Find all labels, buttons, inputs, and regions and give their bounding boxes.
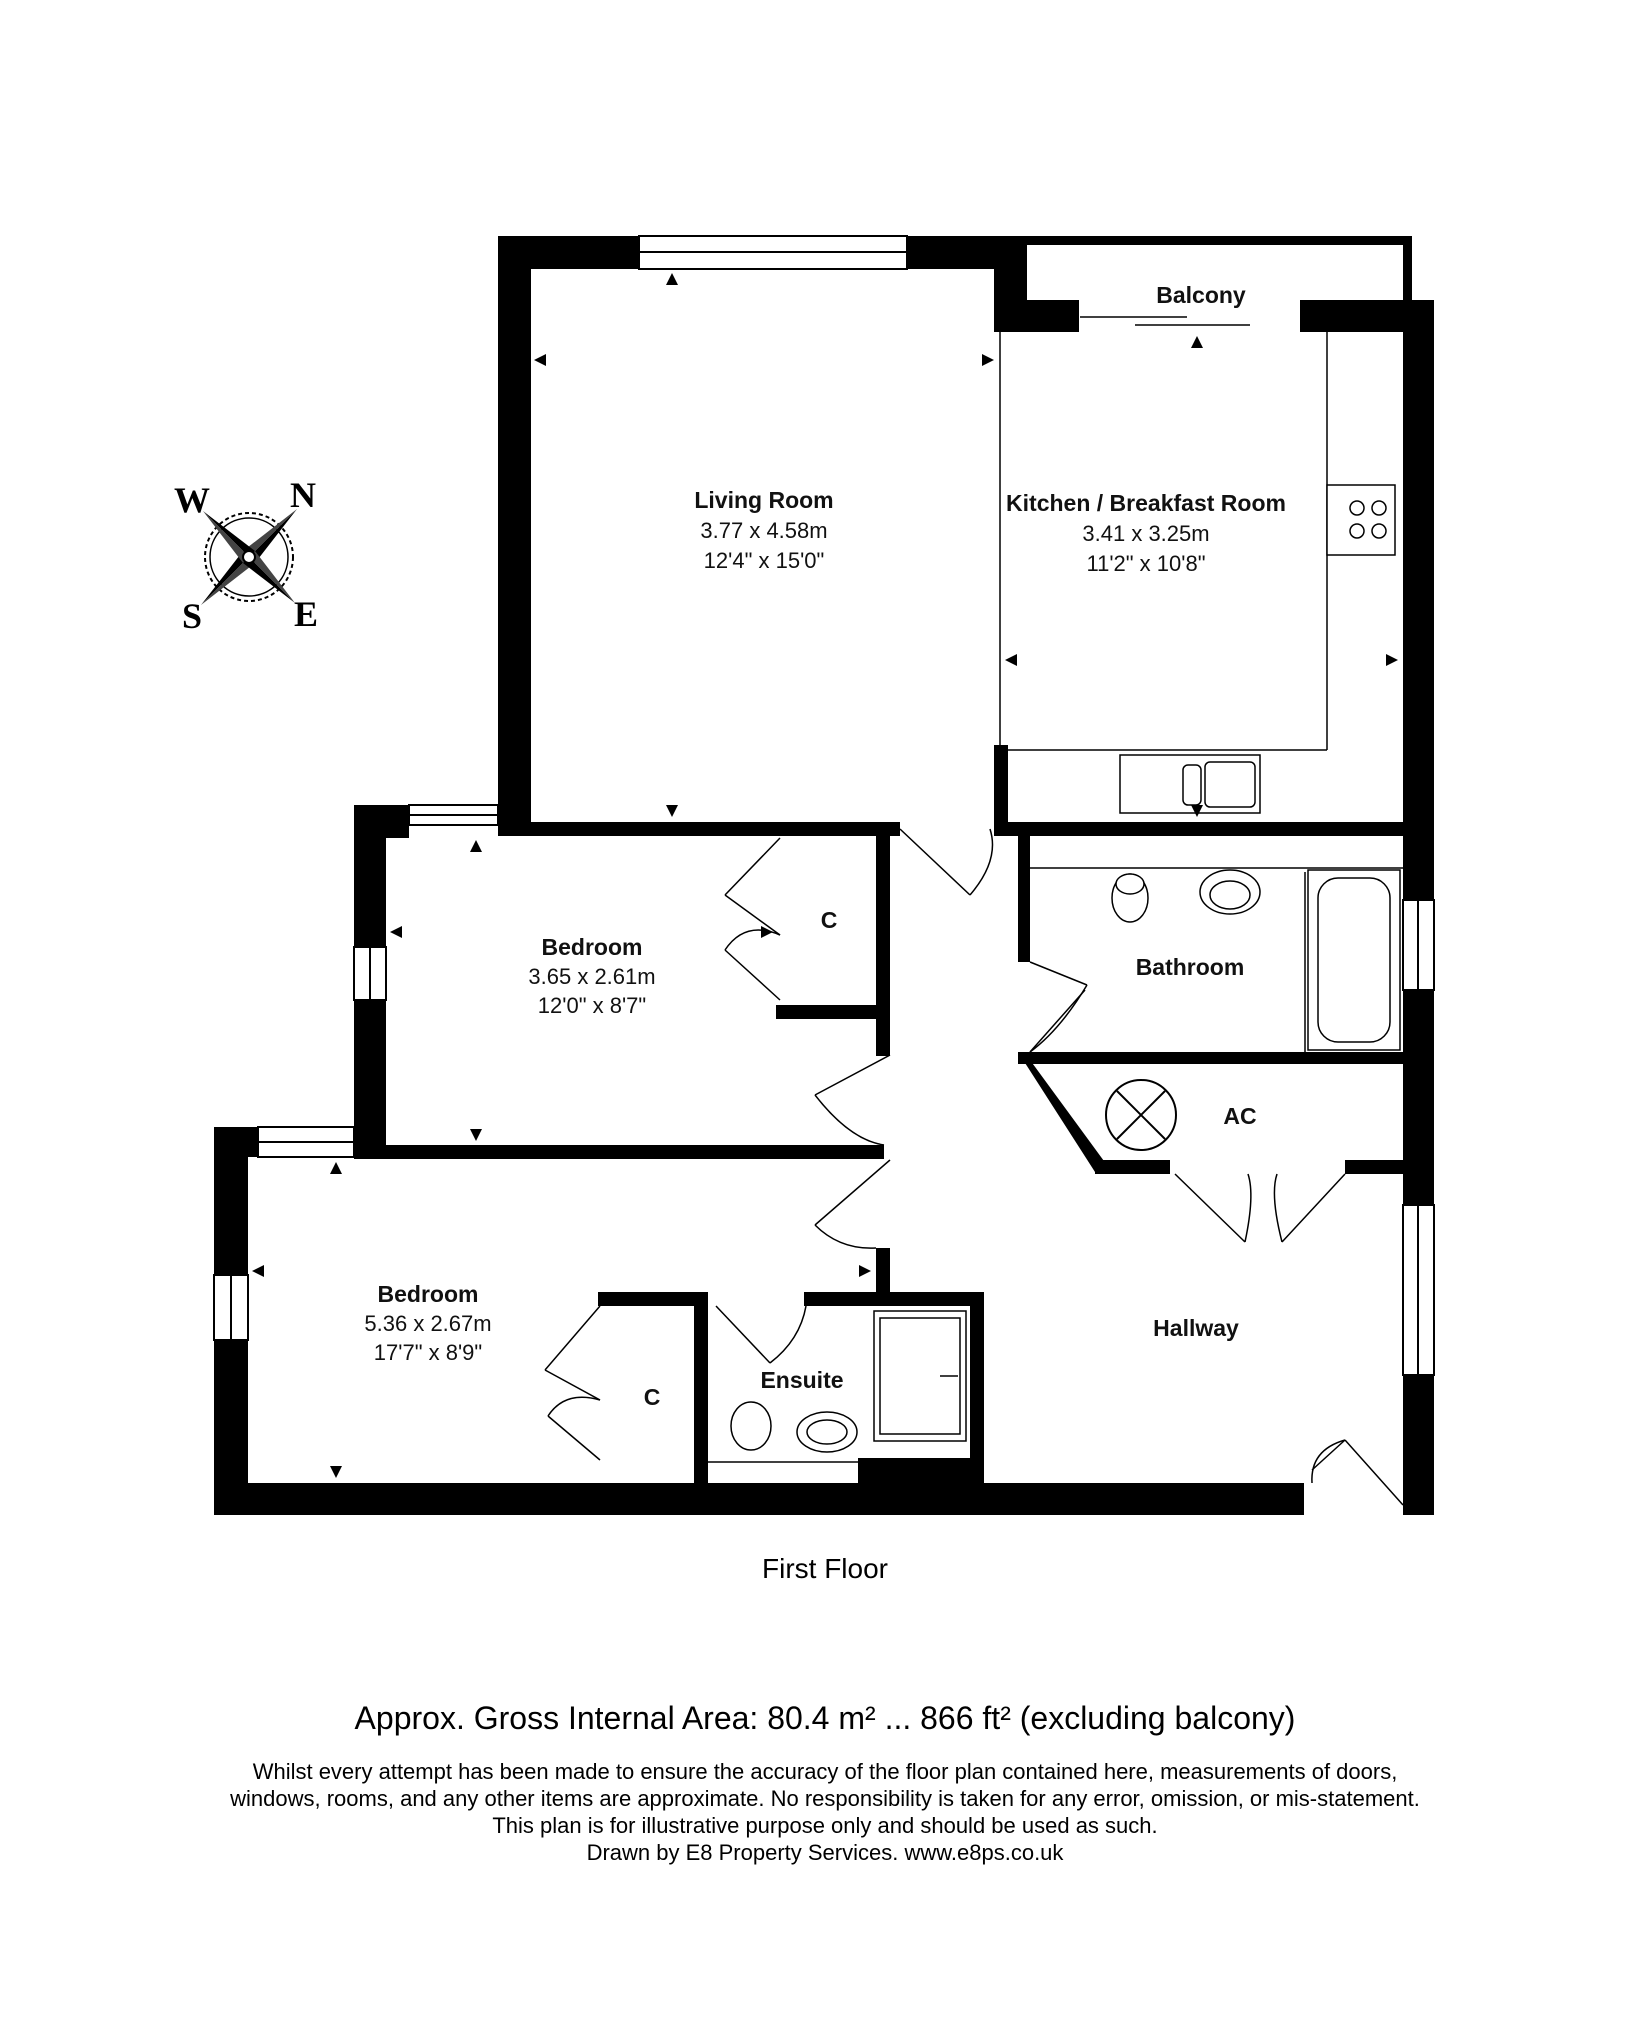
kitchen-imperial: 11'2" x 10'8": [1086, 551, 1205, 576]
gross-internal-area: Approx. Gross Internal Area: 80.4 m² ...…: [354, 1700, 1296, 1736]
balcony-name: Balcony: [1156, 282, 1246, 308]
bathroom-name: Bathroom: [1136, 954, 1245, 980]
dimension-markers: [252, 273, 1398, 1478]
ensuite-name: Ensuite: [760, 1367, 843, 1393]
boiler-icon: [1105, 1079, 1177, 1151]
bath-icon: [1307, 869, 1401, 1051]
disclaimer-line: Drawn by E8 Property Services. www.e8ps.…: [586, 1840, 1064, 1865]
bedroom-1-name: Bedroom: [542, 934, 643, 960]
ac-name: AC: [1223, 1103, 1256, 1129]
compass-west: W: [174, 480, 210, 520]
hob-icon: [1326, 484, 1396, 556]
bedroom-2-imperial: 17'7" x 8'9": [374, 1340, 482, 1365]
kitchen-name: Kitchen / Breakfast Room: [1006, 490, 1286, 516]
living-room-imperial: 12'4" x 15'0": [704, 548, 825, 573]
bedroom-1-imperial: 12'0" x 8'7": [538, 993, 646, 1018]
ensuite-basin-icon: [796, 1411, 858, 1453]
ensuite-toilet-icon: [730, 1401, 772, 1451]
basin-icon: [1199, 869, 1261, 915]
disclaimer-line: This plan is for illustrative purpose on…: [492, 1813, 1158, 1838]
room-kitchen: Kitchen / Breakfast Room 3.41 x 3.25m 11…: [1006, 490, 1286, 576]
hallway-name: Hallway: [1153, 1315, 1239, 1341]
cupboard-1-label: C: [821, 907, 838, 933]
room-living: Living Room 3.77 x 4.58m 12'4" x 15'0": [694, 487, 833, 573]
shower-tray-icon: [873, 1310, 967, 1442]
bedroom-1-metric: 3.65 x 2.61m: [528, 964, 655, 989]
compass-north: N: [290, 475, 316, 515]
room-balcony: Balcony: [1156, 282, 1246, 308]
disclaimer: Whilst every attempt has been made to en…: [0, 1758, 1650, 1866]
doors: [544, 828, 1404, 1506]
windows: [213, 235, 1435, 1376]
room-bedroom-2: Bedroom 5.36 x 2.67m 17'7" x 8'9": [364, 1281, 491, 1365]
walls: [214, 236, 1434, 1515]
kitchen-sink-icon: [1119, 754, 1261, 814]
compass-east: E: [294, 594, 318, 634]
toilet-icon: [1111, 873, 1149, 923]
cupboard-2-label: C: [644, 1384, 661, 1410]
bedroom-2-metric: 5.36 x 2.67m: [364, 1311, 491, 1336]
living-room-name: Living Room: [694, 487, 833, 513]
kitchen-metric: 3.41 x 3.25m: [1082, 521, 1209, 546]
room-bedroom-1: Bedroom 3.65 x 2.61m 12'0" x 8'7": [528, 934, 655, 1018]
compass-rose-icon: N W S E: [174, 475, 318, 636]
disclaimer-line: windows, rooms, and any other items are …: [230, 1786, 1420, 1811]
compass-south: S: [182, 596, 202, 636]
bedroom-2-name: Bedroom: [378, 1281, 479, 1307]
disclaimer-line: Whilst every attempt has been made to en…: [252, 1759, 1398, 1784]
partitions: [708, 316, 1403, 1463]
living-room-metric: 3.77 x 4.58m: [700, 518, 827, 543]
floor-name: First Floor: [762, 1553, 888, 1584]
